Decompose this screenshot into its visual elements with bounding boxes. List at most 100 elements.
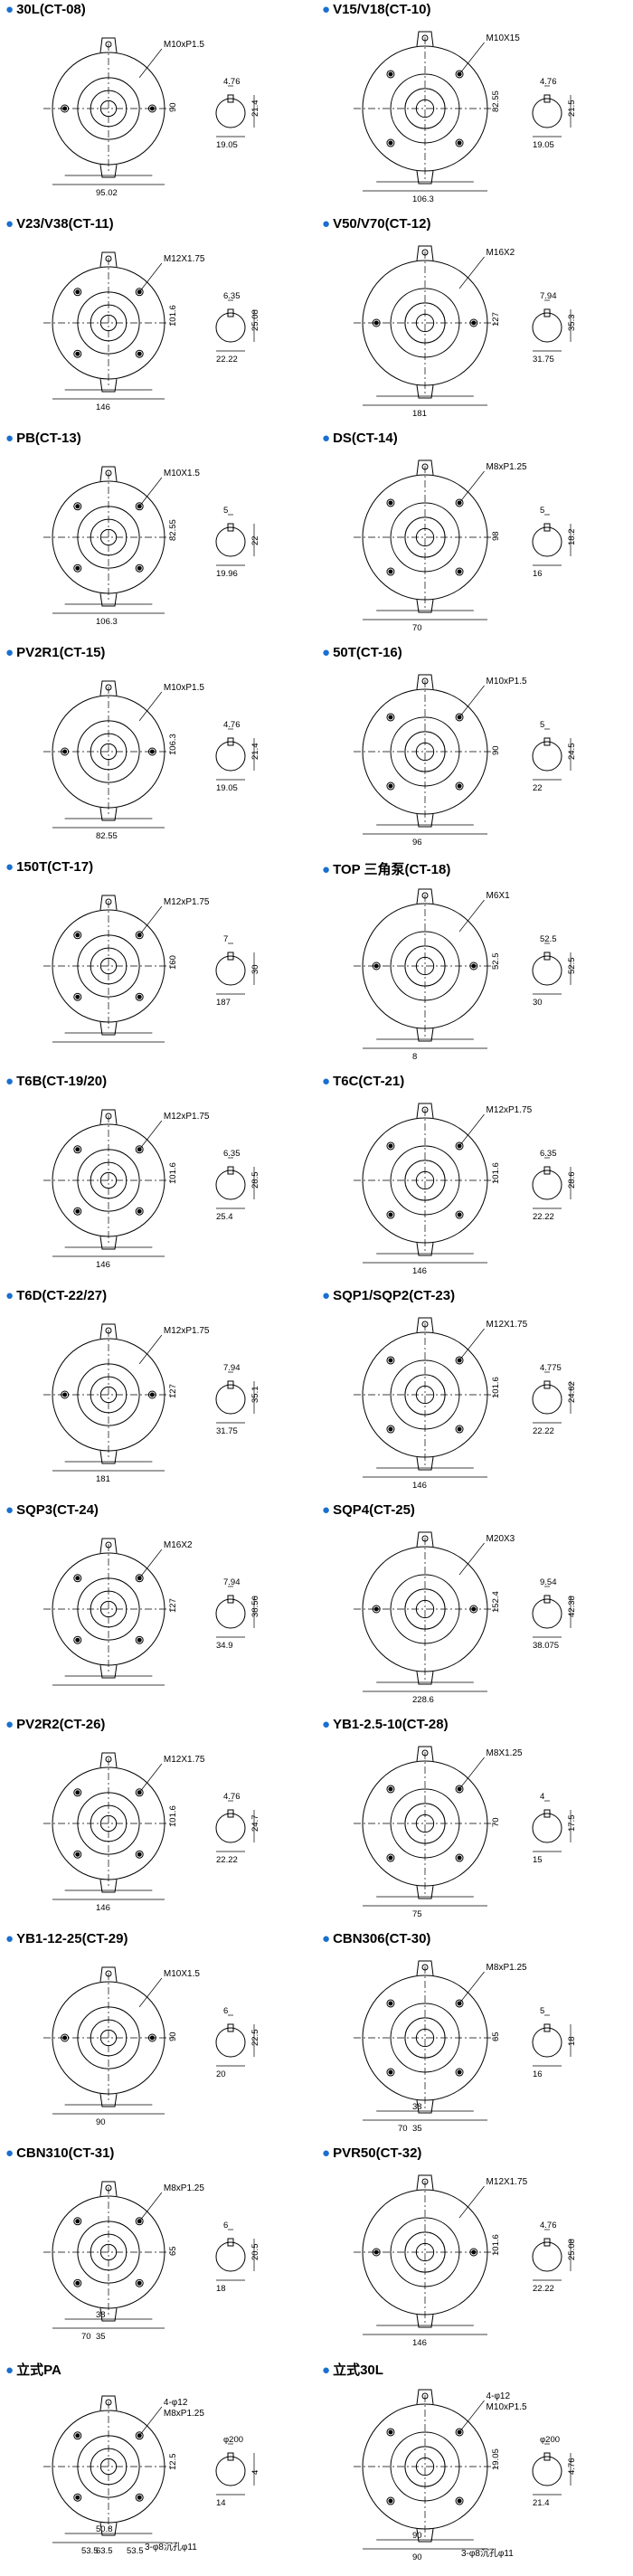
dimension-label: 4.775 xyxy=(540,1363,562,1373)
dimension-label: φ200 xyxy=(223,2435,243,2445)
drawing-title-text: TOP 三角泵(CT-18) xyxy=(333,862,451,877)
thread-label: M10X1.5 xyxy=(164,1969,200,1979)
dimension-label: 181 xyxy=(412,409,427,419)
thread-label: M12X1.75 xyxy=(487,1320,528,1330)
thread-label: M16X2 xyxy=(164,1540,193,1550)
dimension-label: 28.5 xyxy=(250,1172,260,1189)
dimension-label: 21.4 xyxy=(250,743,260,761)
bullet-icon: ● xyxy=(5,2363,14,2378)
thread-label: M16X2 xyxy=(487,248,515,258)
dimension-label: 25.08 xyxy=(250,309,260,331)
dimension-label: 146 xyxy=(412,1266,427,1276)
dimension-label: 35 xyxy=(412,2124,422,2134)
bullet-icon: ● xyxy=(322,431,331,446)
drawing-title: ●30L(CT-08) xyxy=(5,2,86,17)
drawing-title: ●V15/V18(CT-10) xyxy=(322,2,430,17)
dimension-label: 38 xyxy=(412,2102,422,2112)
dimension-label: 12.5 xyxy=(168,2454,178,2471)
drawing-title: ●150T(CT-17) xyxy=(5,859,93,875)
dimension-label: 42.38 xyxy=(567,1596,577,1617)
dimension-label: 35 xyxy=(96,2332,106,2342)
bullet-icon: ● xyxy=(322,2145,331,2161)
dimension-label: 6.35 xyxy=(223,1149,241,1159)
dimension-label: 22.22 xyxy=(216,1855,238,1865)
dimension-label: 4.76 xyxy=(223,77,241,87)
dimension-label: 21.5 xyxy=(567,100,577,118)
drawing-title-text: CBN310(CT-31) xyxy=(16,2145,115,2161)
dimension-label: 16 xyxy=(533,569,543,579)
dimension-label: 52.5 xyxy=(540,934,557,944)
drawing-title-text: SQP3(CT-24) xyxy=(16,1502,99,1518)
drawing-title: ●立式PA xyxy=(5,2360,61,2379)
dimension-label: 95.02 xyxy=(96,188,118,198)
dimension-label: 90 xyxy=(168,2031,178,2041)
dimension-label: 5 xyxy=(223,506,228,516)
bullet-icon: ● xyxy=(322,1074,331,1089)
drawing-title-text: DS(CT-14) xyxy=(333,431,398,446)
dimension-label: 106.3 xyxy=(96,617,118,627)
dimension-label: 7.94 xyxy=(540,291,557,301)
drawing-title-text: V50/V70(CT-12) xyxy=(333,216,431,232)
bullet-icon: ● xyxy=(322,2,331,17)
dimension-label: 8 xyxy=(412,1052,417,1062)
dimension-label: 22.22 xyxy=(533,1212,554,1222)
drawing-title: ●T6C(CT-21) xyxy=(322,1074,404,1089)
dimension-label: 70 xyxy=(491,1817,501,1827)
dimension-label: 5 xyxy=(540,506,544,516)
bullet-icon: ● xyxy=(322,1931,331,1946)
dimension-label: 21.4 xyxy=(533,2498,550,2508)
dimension-label: 24.7 xyxy=(250,1815,260,1833)
dimension-label: 35.3 xyxy=(567,315,577,332)
dimension-label: 18 xyxy=(216,2284,226,2294)
dimension-label: 4.76 xyxy=(223,1792,241,1802)
thread-label: M8xP1.25 xyxy=(487,1963,527,1973)
dimension-label: 31.75 xyxy=(216,1426,238,1436)
dimension-label: 4 xyxy=(250,2470,260,2475)
thread-label: 4-φ12 xyxy=(164,2398,188,2408)
drawing-title-text: SQP4(CT-25) xyxy=(333,1502,415,1518)
dimension-label: 19.05 xyxy=(491,2448,501,2470)
dimension-label: 70 xyxy=(398,2124,408,2134)
dimension-label: 52.5 xyxy=(491,953,501,971)
dimension-label: 90 xyxy=(96,2117,106,2127)
dimension-label: 90 xyxy=(412,2531,422,2541)
bullet-icon: ● xyxy=(5,2,14,17)
dimension-label: 52.5 xyxy=(567,958,577,975)
hole-note: 3-φ8沉孔φ11 xyxy=(461,2547,514,2559)
dimension-label: 50.8 xyxy=(96,2524,113,2534)
dimension-label: 7.94 xyxy=(223,1363,241,1373)
thread-label: M10xP1.5 xyxy=(487,677,527,687)
dimension-label: 101.6 xyxy=(168,305,178,327)
dimension-label: 4.76 xyxy=(540,2221,557,2230)
drawing-title: ●V50/V70(CT-12) xyxy=(322,216,430,232)
thread-label: M10X15 xyxy=(487,33,521,43)
dimension-label: 7.94 xyxy=(223,1577,241,1587)
dimension-label: 146 xyxy=(412,2338,427,2348)
drawing-title: ●PB(CT-13) xyxy=(5,431,81,446)
drawing-title-text: 30L(CT-08) xyxy=(16,2,86,17)
bullet-icon: ● xyxy=(5,1931,14,1946)
dimension-label: 22.22 xyxy=(533,1426,554,1436)
bullet-icon: ● xyxy=(322,216,331,232)
drawing-title: ●V23/V38(CT-11) xyxy=(5,216,114,232)
dimension-label: 4.76 xyxy=(223,720,241,730)
